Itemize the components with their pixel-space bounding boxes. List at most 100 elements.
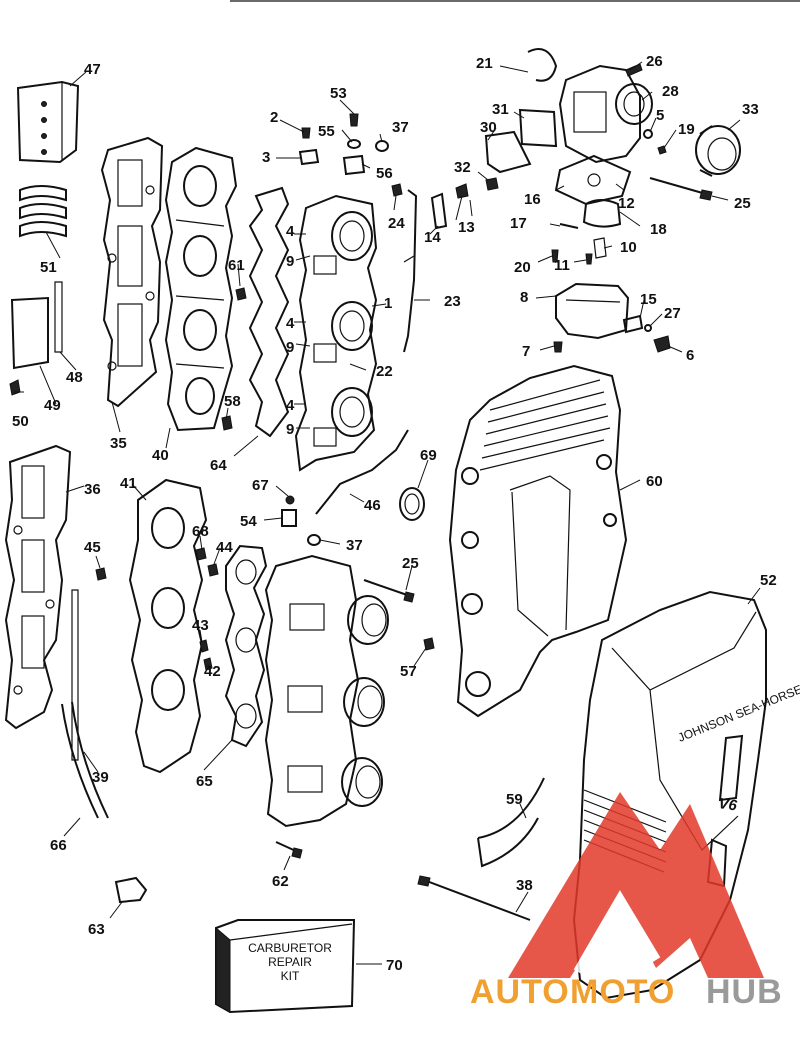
- callout-label-33: 33: [742, 101, 759, 118]
- screw-11: [585, 253, 593, 265]
- nut-37: [375, 140, 389, 152]
- callout-label-14: 14: [424, 229, 441, 246]
- callout-label-69: 69: [420, 447, 437, 464]
- screw-44: [207, 563, 219, 577]
- plug-6: [653, 335, 671, 353]
- intake-manifold-40: [164, 146, 238, 432]
- bolt-38: [417, 875, 531, 921]
- cap-67: [285, 495, 295, 505]
- callout-label-49: 49: [44, 397, 61, 414]
- callout-label-66: 66: [50, 837, 67, 854]
- long-screw-25: [649, 177, 713, 201]
- callout-label-7: 7: [522, 343, 530, 360]
- automotohub-watermark: [508, 792, 764, 978]
- callout-label-68: 68: [192, 523, 209, 540]
- callout-label-20: 20: [514, 259, 531, 276]
- callout-label-54: 54: [240, 513, 257, 530]
- float-bowl-cover-28: [558, 64, 653, 164]
- callout-label-65: 65: [196, 773, 213, 790]
- callout-label-50: 50: [12, 413, 29, 430]
- washer-55: [347, 139, 361, 149]
- callout-label-36: 36: [84, 481, 101, 498]
- callout-label-9: 9: [286, 339, 294, 356]
- gasket-36: [4, 444, 72, 730]
- callout-label-47: 47: [84, 61, 101, 78]
- callout-label-45: 45: [84, 539, 101, 556]
- hose-66: [61, 701, 109, 819]
- jet-15: [622, 314, 644, 334]
- callout-label-16: 16: [524, 191, 541, 208]
- nut-3: [298, 148, 320, 166]
- fitting-68: [195, 547, 207, 561]
- gasket-64: [248, 186, 290, 438]
- callout-label-55: 55: [318, 123, 335, 140]
- callout-label-64: 64: [210, 457, 227, 474]
- callout-label-15: 15: [640, 291, 657, 308]
- callout-label-22: 22: [376, 363, 393, 380]
- callout-label-21: 21: [476, 55, 493, 72]
- callout-label-25: 25: [402, 555, 419, 572]
- screw-26: [625, 63, 643, 77]
- callout-label-1: 1: [384, 295, 392, 312]
- callout-label-40: 40: [152, 447, 169, 464]
- float-18: [582, 199, 622, 228]
- callout-label-38: 38: [516, 877, 533, 894]
- callout-label-57: 57: [400, 663, 417, 680]
- long-screw-25b: [363, 579, 415, 603]
- watermark-triangle: [508, 792, 764, 978]
- callout-label-8: 8: [520, 289, 528, 306]
- plate-31: [518, 108, 558, 148]
- callout-label-28: 28: [662, 83, 679, 100]
- callout-label-35: 35: [110, 435, 127, 452]
- screw-20: [551, 249, 559, 263]
- intake-manifold-41: [128, 478, 208, 774]
- reed-plate-47: [16, 80, 80, 164]
- seal-69: [399, 487, 425, 521]
- callout-label-4: 4: [286, 315, 295, 332]
- callout-label-9: 9: [286, 253, 294, 270]
- silencer-base-60: [448, 364, 628, 718]
- callout-label-10: 10: [620, 239, 637, 256]
- callout-label-13: 13: [458, 219, 475, 236]
- callout-label-18: 18: [650, 221, 667, 238]
- callout-label-51: 51: [40, 259, 57, 276]
- callout-label-24: 24: [388, 215, 405, 232]
- callout-label-19: 19: [678, 121, 695, 138]
- callout-label-2: 2: [270, 109, 278, 126]
- callout-label-41: 41: [120, 475, 137, 492]
- float-bowl-8: [555, 282, 630, 340]
- callout-label-67: 67: [252, 477, 269, 494]
- bracket-59: [477, 777, 545, 868]
- callout-label-3: 3: [262, 149, 270, 166]
- screw-7: [553, 341, 563, 353]
- cover-30: [484, 130, 532, 174]
- callout-label-4: 4: [286, 223, 295, 240]
- callout-label-63: 63: [88, 921, 105, 938]
- needle-10: [593, 237, 607, 259]
- gasket-65: [224, 544, 268, 748]
- reed-stop-49: [10, 281, 63, 370]
- carburetor-body-lower: [264, 554, 389, 828]
- cover-v6-text: V6: [717, 795, 738, 814]
- screw-61: [235, 287, 247, 301]
- kit-line-2: REPAIR: [268, 955, 312, 969]
- screw-24: [391, 183, 403, 197]
- callout-label-37: 37: [346, 537, 363, 554]
- callout-label-44: 44: [216, 539, 233, 556]
- screw-43: [199, 639, 209, 653]
- callout-label-30: 30: [480, 119, 497, 136]
- callout-label-62: 62: [272, 873, 289, 890]
- cover-brand-text: JOHNSON SEA-HORSE: [676, 682, 800, 745]
- retaining-ring-21: [527, 48, 558, 82]
- callout-label-25: 25: [734, 195, 751, 212]
- screw-58: [221, 415, 233, 431]
- callout-label-58: 58: [224, 393, 241, 410]
- washer-5: [643, 129, 653, 139]
- callout-label-17: 17: [510, 215, 527, 232]
- callout-label-59: 59: [506, 791, 523, 808]
- callout-label-6: 6: [686, 347, 694, 364]
- bushing-54: [281, 509, 297, 527]
- callout-label-26: 26: [646, 53, 663, 70]
- clamp-63: [114, 876, 148, 904]
- callout-label-60: 60: [646, 473, 663, 490]
